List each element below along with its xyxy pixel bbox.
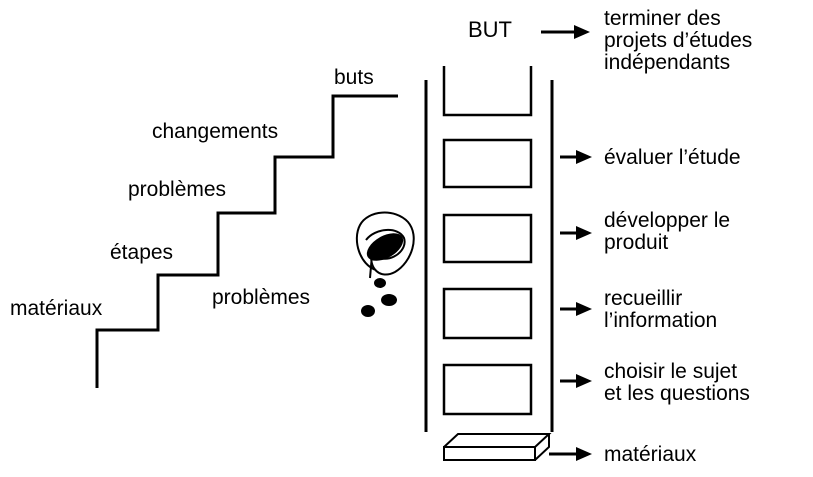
arrows [541, 25, 592, 461]
stair-label-problems: problèmes [128, 178, 227, 201]
stair-label-steps: étapes [110, 241, 174, 264]
rung-label-collect: recueillir l’information [604, 287, 718, 332]
problems-label: problèmes [212, 286, 311, 309]
rung-label-evaluate: évaluer l’étude [604, 146, 741, 169]
goal-description: terminer des projets d’études indépendan… [604, 7, 753, 74]
rung-label-develop: développer le produit [604, 209, 731, 254]
stair-label-materials: matériaux [10, 297, 103, 320]
staircase-line [95, 94, 398, 388]
ladder-rung-box-choose [442, 363, 533, 416]
base-label: matériaux [604, 443, 697, 466]
ladder-rung-box-evaluate [442, 138, 533, 189]
scribble-icon [355, 211, 415, 317]
ladder-rung-box-collect [442, 287, 533, 340]
ladder-top-box [442, 66, 533, 117]
goal-label: BUT [468, 17, 512, 42]
stair-label-changes: changements [152, 120, 279, 143]
ladder-rung-box-develop [442, 213, 533, 264]
stair-label-goals: buts [334, 66, 374, 89]
rung-label-choose: choisir le sujet et les questions [604, 360, 750, 405]
base-block [443, 433, 552, 461]
